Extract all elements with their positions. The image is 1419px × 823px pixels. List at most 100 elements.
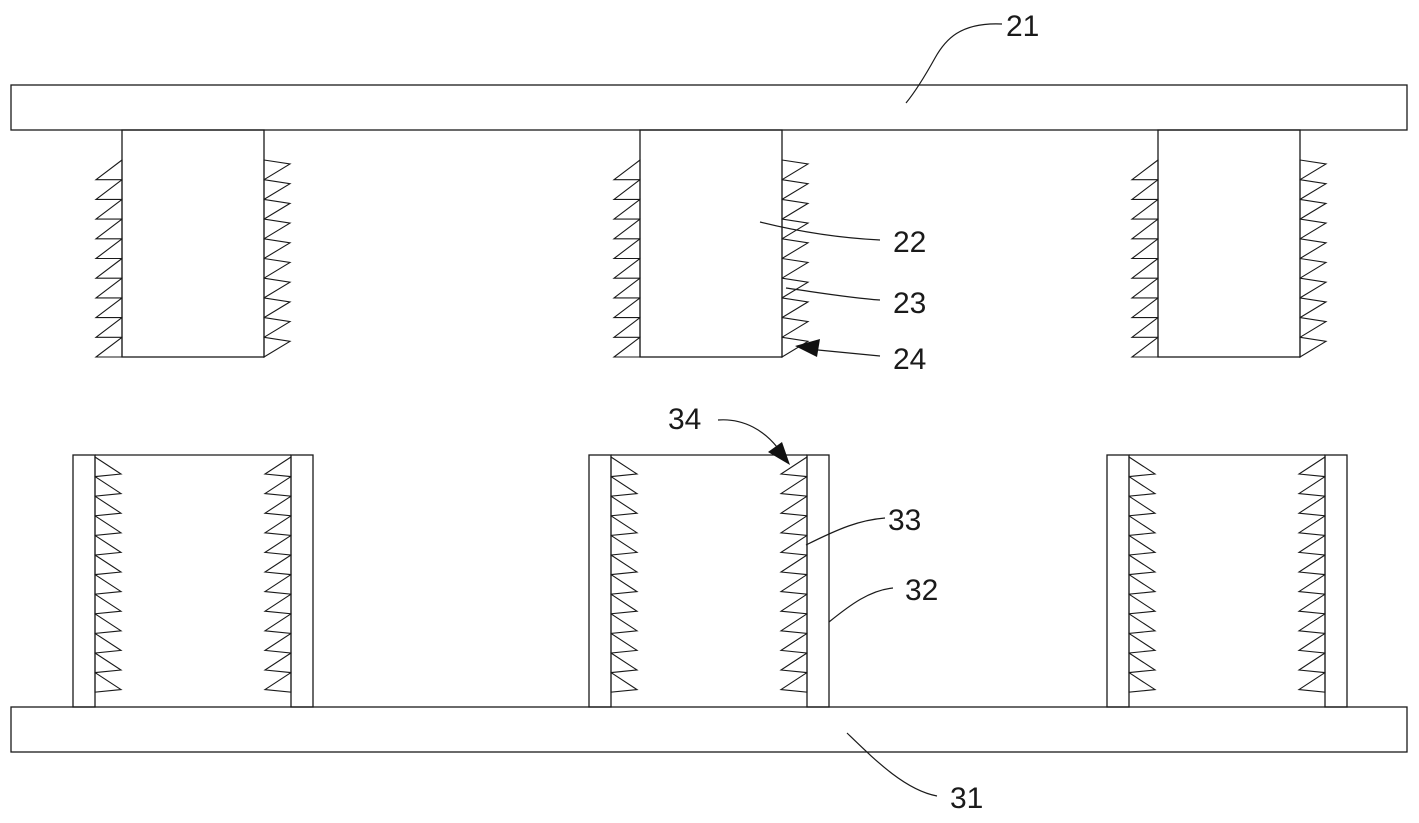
leader-24 [817,349,881,357]
socket-thread-tooth [779,632,808,654]
plug-thread-tooth [612,237,641,260]
socket-thread-tooth [779,612,808,635]
plug-thread-tooth [263,238,292,260]
plug-thread-tooth [781,277,810,299]
plug-thread-tooth [1299,297,1328,319]
plug-thread-tooth [94,198,123,220]
plug-thread-tooth [781,198,810,221]
socket-thread-tooth [610,455,639,478]
plug-thread-tooth [1130,237,1159,260]
plug-thread-tooth [1299,159,1328,181]
plug-thread-tooth [94,178,123,200]
plug-thread-tooth [781,218,810,240]
socket-thread-tooth [610,475,639,497]
socket-wall-right [290,454,314,708]
socket-thread-tooth [263,455,292,478]
socket-thread-tooth [94,612,123,635]
label-24: 24 [893,343,926,376]
socket-thread-tooth [610,632,639,654]
socket-thread-tooth [1297,651,1326,674]
plug-thread-tooth [781,257,810,280]
plug-body [639,129,783,358]
socket-thread-tooth [263,553,292,576]
socket-thread-tooth [1128,573,1157,595]
bottom-plate [10,706,1408,753]
socket-thread-tooth [610,573,639,595]
leader-31 [846,732,938,797]
plug-thread-tooth [1299,179,1328,201]
plug-thread-tooth [94,277,123,299]
plug-thread-tooth [263,218,292,240]
socket-thread-tooth [94,475,123,497]
socket-thread-tooth [1297,553,1326,576]
plug-thread-tooth [263,277,292,299]
plug-thread-tooth [1130,277,1159,299]
label-32: 32 [905,574,938,607]
plug-thread-tooth [1299,238,1328,260]
plug-thread-tooth [1130,316,1159,338]
label-22: 22 [893,226,926,259]
socket-thread-tooth [1297,495,1326,517]
socket-thread-tooth [779,514,808,537]
plug-thread-tooth [1130,296,1159,319]
socket-thread-tooth [263,593,292,615]
socket-thread-tooth [610,593,639,615]
socket-group [72,454,1348,708]
plug-thread-tooth [263,198,292,221]
socket-thread-tooth [94,573,123,595]
leader-23 [785,287,881,301]
socket-thread-tooth [610,534,639,556]
socket-thread-tooth [779,475,808,497]
leader-21 [905,23,1003,104]
plug-thread-tooth [1299,257,1328,280]
socket-thread-tooth [779,495,808,517]
socket-thread-tooth [1297,475,1326,497]
socket-thread-tooth [263,475,292,497]
socket-thread-tooth [1128,455,1157,478]
socket-thread-tooth [1128,593,1157,615]
socket-thread-tooth [263,671,292,693]
socket-thread-tooth [1297,593,1326,615]
socket-thread-tooth [779,553,808,576]
plug-thread-tooth [1130,257,1159,279]
plug-thread-tooth [612,316,641,338]
socket-thread-tooth [779,573,808,595]
socket-thread-tooth [779,671,808,693]
plug-thread-tooth [1130,217,1159,240]
socket-thread-tooth [1128,553,1157,576]
plug-3 [1130,129,1328,358]
socket-thread-tooth [263,632,292,654]
socket-thread-tooth [263,514,292,537]
plug-thread-tooth [1130,336,1159,358]
plug-thread-tooth [612,257,641,279]
label-34: 34 [668,403,701,436]
socket-wall-right [806,454,830,708]
plug-2 [612,129,810,358]
plug-thread-tooth [1130,178,1159,200]
plug-thread-tooth [94,316,123,338]
label-31: 31 [950,782,983,815]
plug-thread-tooth [612,277,641,299]
socket-thread-tooth [779,651,808,674]
socket-thread-tooth [1297,632,1326,654]
socket-2 [588,454,830,708]
socket-thread-tooth [1128,671,1157,693]
socket-thread-tooth [94,455,123,478]
socket-wall-left [1106,454,1130,708]
plug-1 [94,129,292,358]
plug-thread-tooth [1299,277,1328,299]
plug-thread-tooth [263,257,292,280]
socket-thread-tooth [94,671,123,693]
plug-thread-tooth [1299,198,1328,221]
plug-thread-tooth [781,316,810,339]
socket-thread-tooth [779,534,808,556]
plug-thread-tooth [612,198,641,220]
plug-thread-tooth [612,336,641,358]
socket-wall-left [588,454,612,708]
socket-thread-tooth [263,534,292,556]
plug-thread-tooth [94,158,123,181]
plug-thread-tooth [94,336,123,358]
socket-thread-tooth [610,671,639,693]
socket-thread-tooth [610,514,639,537]
socket-3 [1106,454,1348,708]
